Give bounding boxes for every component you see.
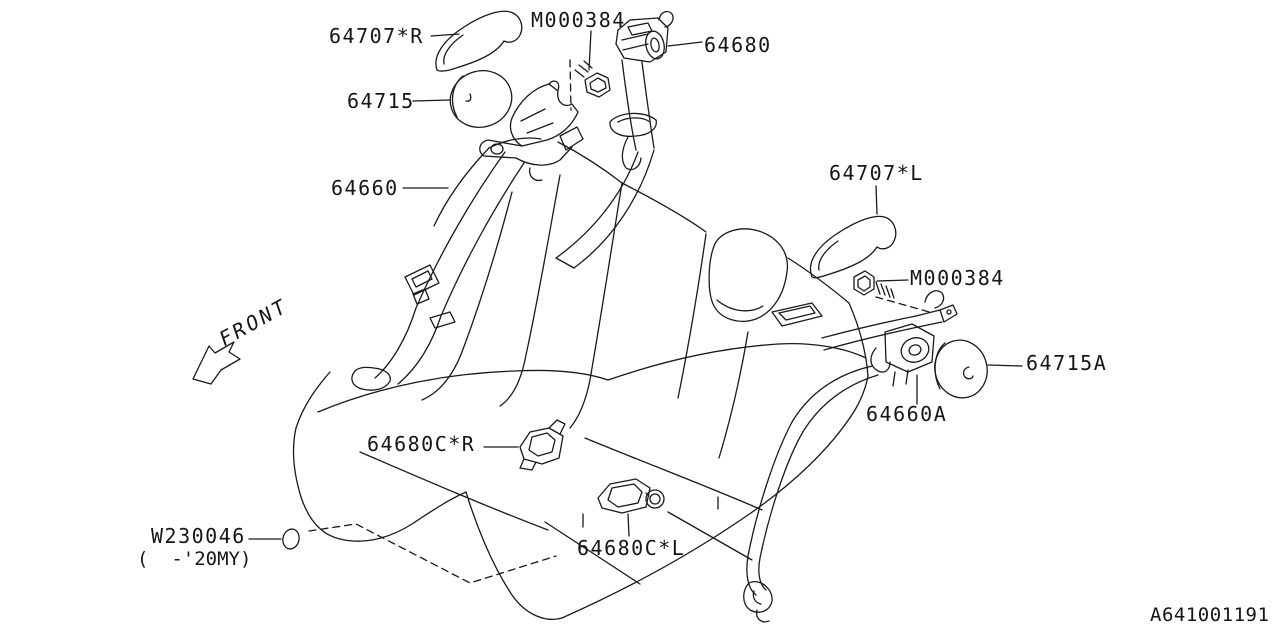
part-label-64660: 64660: [331, 176, 399, 200]
buckle-64680CL: [597, 478, 665, 514]
part-label-64707R: 64707*R: [329, 24, 424, 48]
part-label-64715A: 64715A: [1026, 351, 1108, 375]
part-label-64715: 64715: [347, 89, 415, 113]
belt-guide-loop: [609, 112, 657, 138]
cover-64707R: [435, 10, 523, 72]
part-label-64707L: 64707*L: [829, 161, 924, 185]
belt-webbing: [374, 151, 506, 379]
leader-64715: [412, 99, 451, 102]
shelf-anchor-cover: [771, 302, 823, 327]
cap-64715A: [934, 339, 988, 399]
retractor-64680: [555, 10, 674, 269]
part-label-64680: 64680: [704, 33, 772, 57]
part-label-m000384-top: M000384: [531, 8, 626, 32]
headrest-outline: [708, 228, 789, 322]
cover-64707L: [809, 215, 897, 279]
belt-anchor-foot: [351, 366, 391, 391]
leader-64707R: [430, 33, 460, 37]
leader-lines: [248, 30, 1023, 540]
belt-assembly-64660: [351, 80, 584, 391]
leader-64715A: [987, 364, 1023, 367]
retractor-64660A: [821, 290, 958, 387]
front-arrow-icon: [192, 341, 241, 385]
belt-right-side: [743, 365, 879, 623]
clip-w230046: [282, 523, 557, 584]
leader-m000384-right: [876, 279, 909, 282]
belt-tongue: [404, 264, 440, 296]
part-label-64680CL: 64680C*L: [577, 536, 686, 560]
part-label-64680CR: 64680C*R: [367, 432, 476, 456]
part-label-w230046-note: ( -'20MY): [137, 548, 252, 570]
belt-slot: [429, 311, 456, 329]
drawing-number: A641001191: [1150, 604, 1270, 626]
rear-seat-sketch: [292, 137, 869, 620]
buckle-64680CR: [519, 419, 566, 471]
bolt-m000384-top: [569, 59, 611, 111]
bolt-m000384-right: [853, 270, 934, 314]
part-label-w230046: W230046: [151, 524, 246, 548]
leader-64707L: [875, 185, 878, 215]
leader-m000384-top: [588, 30, 592, 71]
leader-64680: [667, 41, 703, 47]
part-label-64660A: 64660A: [866, 402, 948, 426]
cap-64715: [449, 70, 513, 128]
leader-64680CL: [627, 513, 630, 537]
part-label-m000384-right: M000384: [910, 266, 1005, 290]
